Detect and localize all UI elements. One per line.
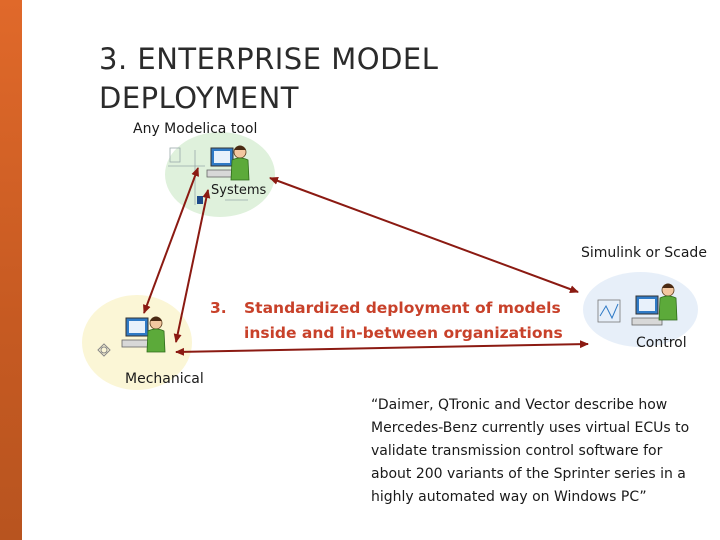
center-line-2: inside and in-between organizations: [244, 324, 563, 342]
arrow-mechanical-systems-outer: [143, 167, 199, 314]
quote-line-4: about 200 variants of the Sprinter serie…: [371, 466, 686, 482]
systems-workstation-icon: [168, 145, 250, 205]
quote-line-2: Mercedes-Benz currently uses virtual ECU…: [371, 420, 690, 436]
control-workstation-icon: [597, 283, 678, 326]
systems-label: Systems: [211, 183, 267, 198]
modelica-tool-label: Any Modelica tool: [133, 121, 258, 137]
arrow-mechanical-control: [175, 340, 589, 356]
quote-line-5: highly automated way on Windows PC”: [371, 489, 647, 505]
step-number: 3.: [210, 299, 227, 317]
title-line-2: DEPLOYMENT: [99, 81, 299, 115]
control-label: Control: [636, 335, 687, 351]
title-line-1: 3. ENTERPRISE MODEL: [99, 42, 439, 76]
accent-bar: [0, 0, 22, 540]
slide-title: 3. ENTERPRISE MODEL DEPLOYMENT: [99, 40, 659, 118]
simulink-scade-label: Simulink or Scade: [581, 245, 707, 261]
mechanical-workstation-icon: [97, 316, 166, 357]
quote-line-3: validate transmission control software f…: [371, 443, 663, 459]
quote-line-1: “Daimer, QTronic and Vector describe how: [371, 397, 668, 413]
mechanical-label: Mechanical: [125, 371, 204, 387]
quote-block: “Daimer, QTronic and Vector describe how…: [371, 394, 716, 509]
arrow-systems-control: [269, 177, 579, 293]
center-line-1: Standardized deployment of models: [244, 299, 561, 317]
